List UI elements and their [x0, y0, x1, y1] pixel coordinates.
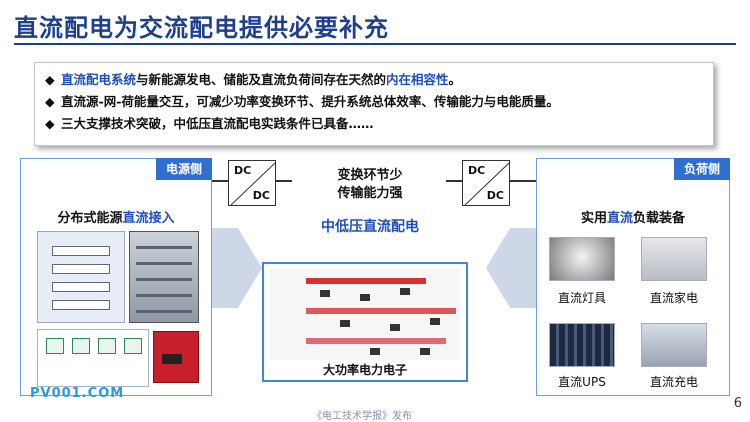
page-number: 6	[733, 396, 742, 411]
ev-charging-image	[641, 323, 707, 367]
connector-line	[276, 180, 292, 182]
load-heading-prefix: 实用	[580, 211, 607, 226]
dc-dc-converter-right: DC DC	[462, 160, 510, 206]
bullet-1-part-1: 直流配电系统	[61, 72, 137, 87]
bullet-3-text: 三大支撑技术突破，中低压直流配电实践条件已具备……	[61, 116, 374, 131]
connector-line	[510, 180, 536, 182]
product-label-ups: 直流UPS	[558, 375, 606, 389]
dc-top-label: DC	[468, 164, 486, 177]
center-heading: 中低压直流配电	[321, 219, 419, 235]
bullet-box: ◆ 直流配电系统与新能源发电、储能及直流负荷间存在天然的内在相容性。 ◆ 直流源-网…	[34, 62, 714, 146]
connector-line	[212, 180, 228, 182]
site-watermark: PV001.COM	[30, 386, 125, 401]
product-label-charging: 直流充电	[649, 375, 698, 389]
load-heading-highlight: 直流	[606, 211, 633, 226]
source-side-heading: 分布式能源直流接入	[21, 207, 211, 226]
slide-title: 直流配电为交流配电提供必要补充	[14, 14, 389, 42]
inverter-unit-image	[153, 331, 199, 383]
dc-top-label: DC	[234, 164, 252, 177]
load-side-heading: 实用直流负载装备	[537, 207, 729, 226]
left-flow-arrow	[212, 228, 262, 308]
transmission-capacity-text: 传输能力强	[337, 186, 403, 201]
load-side-tag: 负荷侧	[673, 158, 730, 180]
dc-dc-converter-left: DC DC	[228, 160, 276, 206]
source-side-tag: 电源侧	[155, 158, 212, 180]
diamond-icon: ◆	[45, 72, 55, 87]
publication-note: 《电工技术学报》发布	[312, 411, 412, 422]
product-label-lamp: 直流灯具	[557, 291, 606, 305]
dc-bottom-label: DC	[252, 189, 270, 202]
fewer-conversions-text: 变换环节少	[337, 168, 403, 183]
product-label-appliance: 直流家电	[649, 291, 698, 305]
dc-appliance-image	[641, 237, 707, 281]
source-block-diagram	[37, 231, 125, 323]
device-roadmap-graphic	[270, 268, 460, 360]
power-electronics-figure: 大功率电力电子	[262, 262, 468, 382]
source-side-panel: 电源侧 分布式能源直流接入	[20, 158, 212, 396]
converter-cabinet-image	[129, 231, 199, 323]
mppt-circuit-diagram	[37, 329, 149, 387]
bullet-3: ◆ 三大支撑技术突破，中低压直流配电实践条件已具备……	[45, 113, 703, 135]
bullet-1-part-2: 与新能源发电、储能及直流负荷间存在天然的	[136, 72, 387, 87]
bullet-2: ◆ 直流源-网-荷能量交互，可减少功率变换环节、提升系统总体效率、传输能力与电能质…	[45, 91, 703, 113]
source-heading-prefix: 分布式能源	[57, 211, 123, 226]
bullet-1: ◆ 直流配电系统与新能源发电、储能及直流负荷间存在天然的内在相容性。	[45, 69, 703, 91]
bullet-1-part-3: 内在相容性	[386, 72, 449, 87]
diamond-icon: ◆	[45, 116, 55, 131]
diamond-icon: ◆	[45, 94, 55, 109]
led-bulb-image	[549, 237, 615, 281]
right-flow-arrow	[486, 228, 536, 308]
dc-bottom-label: DC	[486, 189, 504, 202]
title-bar: 直流配电为交流配电提供必要补充	[0, 0, 750, 46]
load-side-panel: 负荷侧 实用直流负载装备 直流灯具 直流家电 直流UPS 直流充电	[536, 158, 730, 396]
bullet-1-part-4: 。	[448, 72, 462, 87]
ups-server-image	[549, 323, 615, 367]
power-electronics-caption: 大功率电力电子	[322, 363, 407, 377]
load-heading-suffix: 负载装备	[633, 211, 686, 226]
source-heading-highlight: 直流接入	[122, 211, 175, 226]
bullet-2-text: 直流源-网-荷能量交互，可减少功率变换环节、提升系统总体效率、传输能力与电能质量…	[61, 94, 559, 109]
connector-line	[446, 180, 462, 182]
title-rule	[14, 43, 736, 45]
